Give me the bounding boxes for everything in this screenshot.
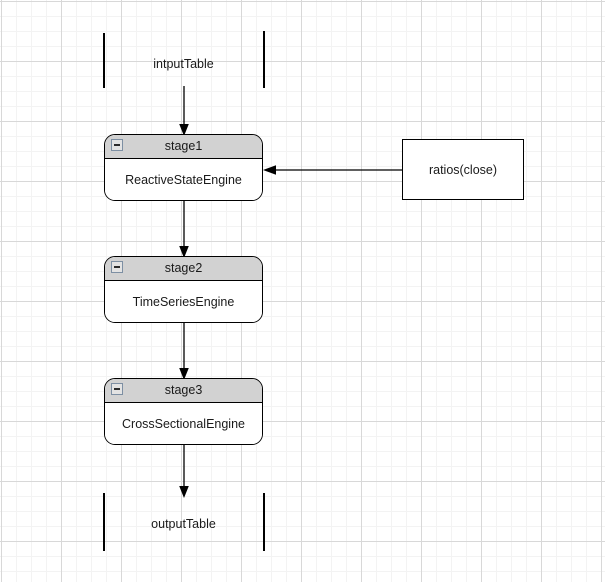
ratios-node[interactable]: ratios(close) (402, 139, 524, 200)
input-table-right-bar (263, 31, 265, 88)
connector-stage1-to-stage2 (179, 200, 189, 258)
minus-icon[interactable] (111, 261, 123, 273)
stage1-title-label: stage1 (164, 139, 203, 154)
connector-stage3-to-output (179, 444, 189, 498)
stage3-body: CrossSectionalEngine (105, 403, 262, 444)
stage3-title-bar: stage3 (105, 379, 262, 403)
stage2-title-label: stage2 (164, 261, 203, 276)
stage2-title-bar: stage2 (105, 257, 262, 281)
stage2-body: TimeSeriesEngine (105, 281, 262, 322)
minus-icon[interactable] (111, 383, 123, 395)
stage-box-stage3[interactable]: stage3 CrossSectionalEngine (104, 378, 263, 445)
minus-icon[interactable] (111, 139, 123, 151)
stage-box-stage1[interactable]: stage1 ReactiveStateEngine (104, 134, 263, 201)
input-table-left-bar (103, 33, 105, 88)
output-table-label: outputTable (151, 517, 216, 531)
stage1-body-label: ReactiveStateEngine (125, 172, 242, 187)
output-table-right-bar (263, 493, 265, 551)
connector-ratios-to-stage1 (263, 165, 403, 175)
stage1-title-bar: stage1 (105, 135, 262, 159)
ratios-node-label: ratios(close) (428, 162, 498, 177)
connector-input-to-stage1 (179, 86, 189, 136)
connector-stage2-to-stage3 (179, 322, 189, 380)
stage-box-stage2[interactable]: stage2 TimeSeriesEngine (104, 256, 263, 323)
stage2-body-label: TimeSeriesEngine (132, 294, 235, 309)
output-table-left-bar (103, 493, 105, 551)
stage3-title-label: stage3 (164, 383, 203, 398)
input-table-label: intputTable (153, 57, 214, 71)
stage1-body: ReactiveStateEngine (105, 159, 262, 200)
stage3-body-label: CrossSectionalEngine (122, 416, 245, 431)
